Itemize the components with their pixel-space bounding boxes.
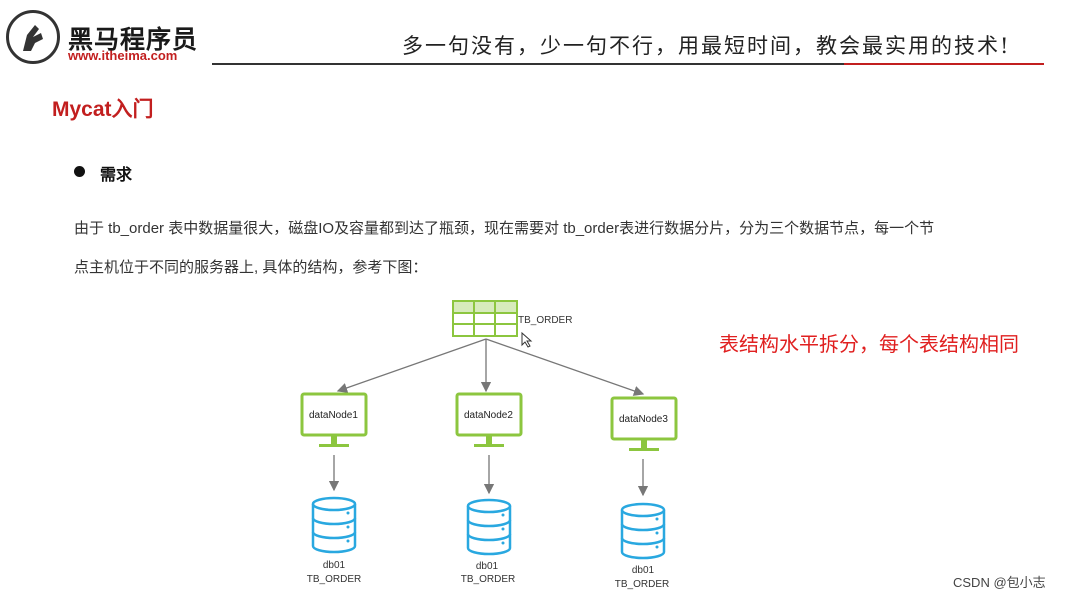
node-label-2: dataNode2 <box>464 410 513 421</box>
cursor-icon <box>521 331 533 348</box>
table-icon <box>452 300 518 337</box>
watermark: CSDN @包小志 <box>953 575 1046 590</box>
db-name-1: db01 <box>323 560 346 571</box>
arrow-to-node3 <box>485 338 645 396</box>
db-name-2: db01 <box>476 561 499 572</box>
brand-url: www.itheima.com <box>68 48 178 63</box>
brand-name: 黑马程序员 <box>68 26 199 54</box>
database-icon <box>311 496 357 554</box>
database-icon <box>620 502 666 560</box>
monitor-icon <box>455 392 523 447</box>
db-table-2: TB_ORDER <box>461 574 515 585</box>
monitor-icon <box>610 396 678 451</box>
header-divider <box>212 63 844 65</box>
header-divider-accent <box>844 63 1044 65</box>
node-label-3: dataNode3 <box>619 414 668 425</box>
node-label-1: dataNode1 <box>309 410 358 421</box>
db-table-1: TB_ORDER <box>307 574 361 585</box>
paragraph-line-2: 点主机位于不同的服务器上, 具体的结构，参考下图： <box>74 259 428 276</box>
brand-logo-icon <box>6 10 60 64</box>
bullet-label: 需求 <box>100 167 133 184</box>
paragraph-line-1: 由于 tb_order 表中数据量很大，磁盘IO及容量都到达了瓶颈，现在需要对 … <box>74 220 935 237</box>
monitor-icon <box>300 392 368 447</box>
bullet-icon <box>74 166 85 177</box>
slogan: 多一句没有，少一句不行，用最短时间，教会最实用的技术! <box>402 34 1011 58</box>
db-table-3: TB_ORDER <box>615 579 669 590</box>
arrow-to-node1 <box>336 338 487 393</box>
db-name-3: db01 <box>632 565 655 576</box>
table-label: TB_ORDER <box>518 315 572 326</box>
section-title: Mycat入门 <box>52 98 154 121</box>
annotation-note: 表结构水平拆分，每个表结构相同 <box>719 334 1019 356</box>
database-icon <box>466 498 512 556</box>
